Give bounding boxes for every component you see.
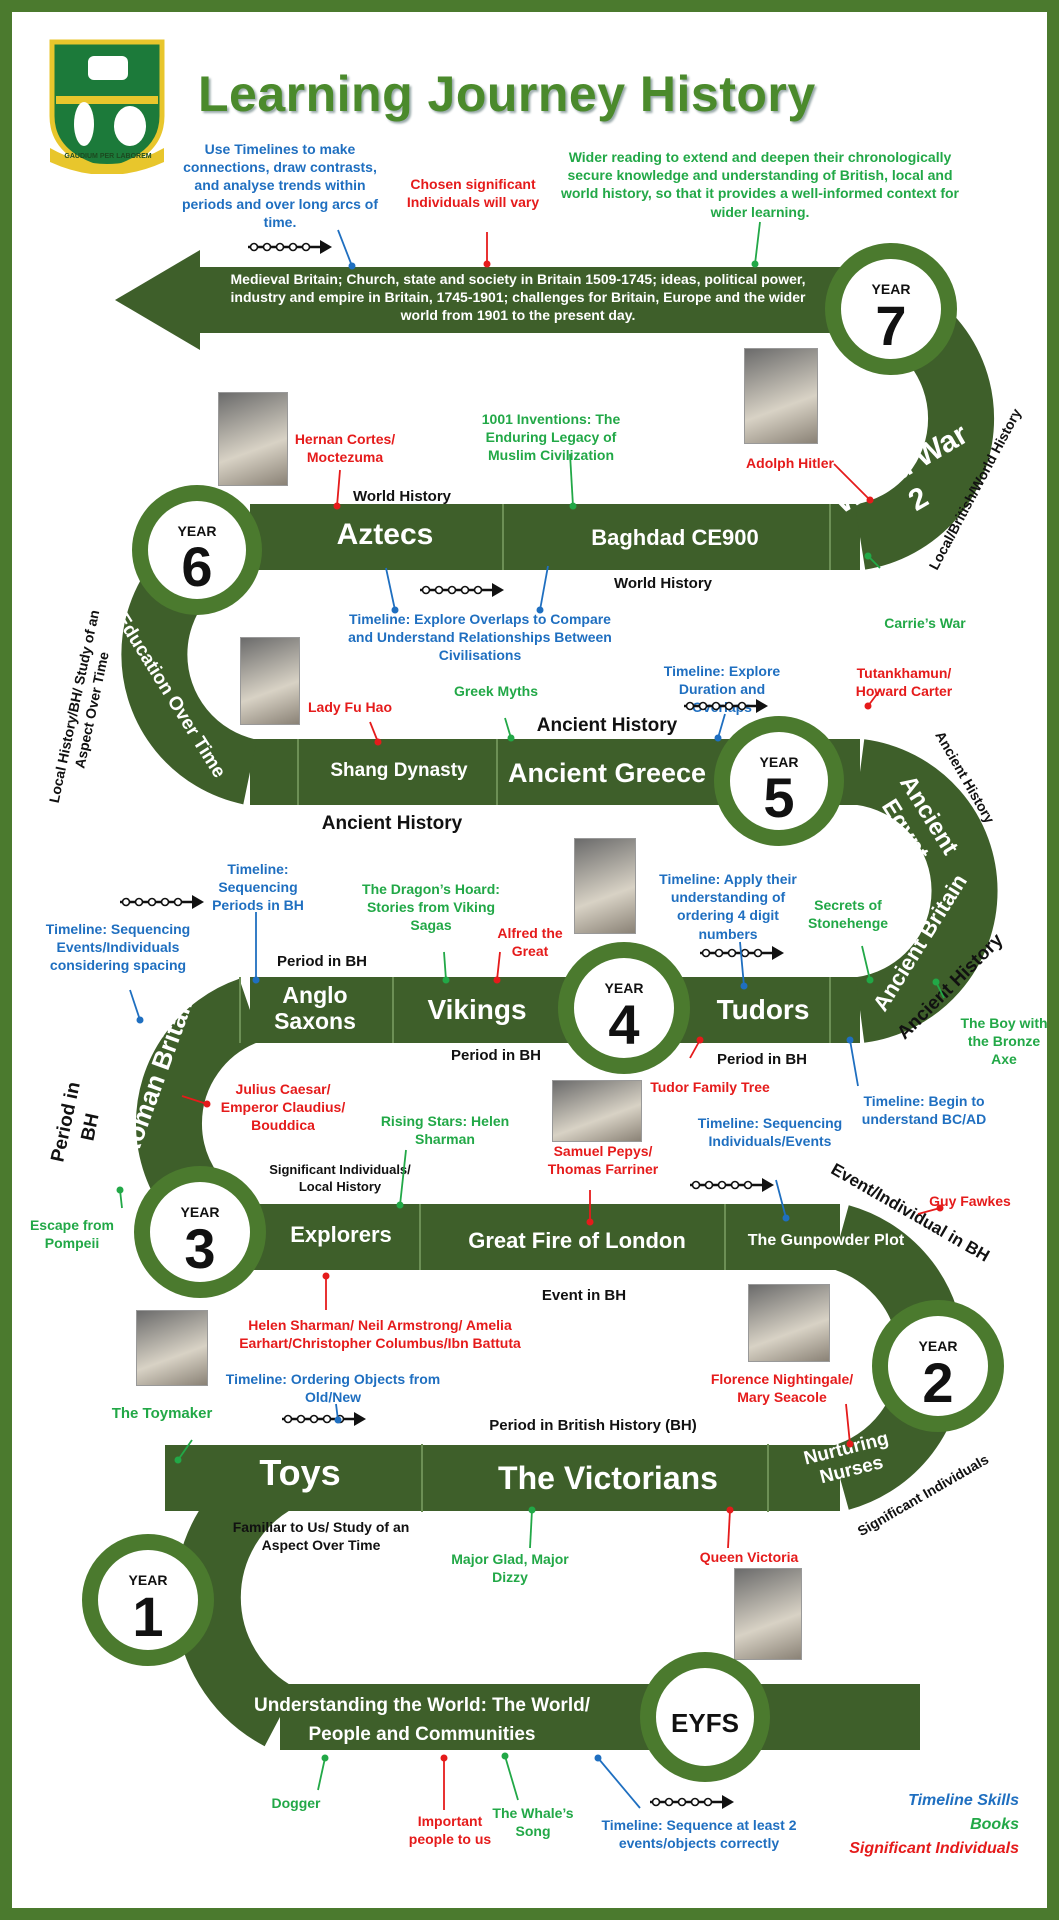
page-title: Learning Journey History [198,66,816,122]
hitler-photo [744,348,818,444]
pepys-photo [552,1080,642,1142]
cortes-photo [218,392,288,486]
eyfs-book-dogger: Dogger [271,1795,321,1811]
eyfs-timeline-skill: Timeline: Sequence at least 2 events/obj… [601,1817,797,1852]
y5-topic-greece: Ancient Greece [507,758,707,788]
eyfs-book-whale: The Whale’s Song [492,1805,574,1840]
y5-timeline-skill: Timeline: Explore Duration and Overlaps [663,663,781,716]
road-curve-y4 [854,739,998,1043]
y7-banner: Medieval Britain; Church, state and soci… [230,271,806,324]
y2-topic-toys: Toys [259,1452,341,1493]
y2-book-glad: Major Glad, Major Dizzy [451,1551,569,1586]
y4-skill-periods: Timeline: Sequencing Periods in BH [212,861,304,914]
school-crest-logo [49,39,165,174]
y4-period-right: Period in BH [716,1051,807,1068]
road-curve-y1 [174,1448,297,1747]
y4-book-stonehenge: Secrets of Stonehenge [807,897,889,932]
y5-individual-fuhao: Lady Fu Hao [307,699,392,715]
y4-book-dragon: The Dragon’s Hoard: Stories from Viking … [362,881,500,934]
y6-individual-cortes: Hernan Cortes/ Moctezuma [294,431,396,466]
y4-period-left: Period in BH [276,953,367,970]
legend-individuals: Significant Individuals [849,1840,1019,1857]
road-arrow-head [115,250,200,350]
fuhao-photo [240,637,300,725]
y6-timeline-skill: Timeline: Explore Overlaps to Compare an… [348,611,612,664]
y6-topic-aztecs: Aztecs [336,518,434,551]
y3-event-label: Event in BH [541,1287,627,1304]
y4-topic-anglo-saxons: Anglo Saxons [274,982,356,1035]
legend-books: Books [970,1816,1019,1833]
y4-topic-vikings: Vikings [427,994,527,1025]
y6-topic-baghdad: Baghdad CE900 [591,525,759,550]
y4-individual-tudor: Tudor Family Tree [650,1079,770,1095]
y4-period-mid: Period in BH [450,1047,541,1064]
y2-individual-nightingale: Florence Nightingale/ Mary Seacole [710,1371,854,1406]
y2-topic-victorians: The Victorians [498,1460,718,1496]
y4-skill-spacing: Timeline: Sequencing Events/Individuals … [45,921,191,974]
nightingale-photo [748,1284,830,1362]
y7-wider-reading: Wider reading to extend and deepen their… [560,149,959,220]
y4-book-bronze: The Boy with the Bronze Axe [960,1015,1048,1068]
victoria-photo [734,1568,802,1660]
y3-book-helen: Rising Stars: Helen Sharman [380,1113,510,1148]
y4-skill-ordering: Timeline: Apply their understanding of o… [659,871,797,942]
y2-category-familiar: Familiar to Us/ Study of an Aspect Over … [232,1519,410,1554]
y6-individual-hitler: Adolph Hitler [746,455,834,471]
y5-category-top: Ancient History [536,715,678,736]
y2-book-toymaker: The Toymaker [111,1405,213,1422]
y3-book-pompeii: Escape from Pompeii [29,1217,115,1252]
y6-category-world-top: World History [352,488,452,505]
y5-book-greek-myths: Greek Myths [453,683,539,699]
y4-individual-caesar: Julius Caesar/ Emperor Claudius/ Bouddic… [220,1081,346,1134]
y3-category-sig: Significant Individuals/ Local History [269,1162,411,1194]
y5-topic-shang: Shang Dynasty [330,760,468,781]
y3-individual-pepys: Samuel Pepys/ Thomas Farriner [547,1143,659,1178]
y2-individual-victoria: Queen Victoria [699,1549,799,1565]
y3-individual-explorers: Helen Sharman/ Neil Armstrong/ Amelia Ea… [239,1317,521,1352]
y3-topic-explorers: Explorers [290,1222,392,1247]
y4-skill-bcad: Timeline: Begin to understand BC/AD [861,1093,987,1128]
y5-individual-tut: Tutankhamun/ Howard Carter [855,665,953,700]
y2-timeline-skill: Timeline: Ordering Objects from Old/New [225,1371,441,1406]
y6-book-carrie: Carrie’s War [884,615,966,631]
eyfs-banner: Understanding the World: The World/ Peop… [253,1695,590,1745]
y3-topic-fire-london: Great Fire of London [468,1228,686,1253]
y3-timeline-skill: Timeline: Sequencing Individuals/Events [697,1115,843,1150]
y2-period: Period in British History (BH) [489,1417,697,1434]
y4-individual-alfred: Alfred the Great [497,925,563,960]
y7-individuals-note: Chosen significant Individuals will vary [406,176,540,211]
eyfs-ring: EYFS [640,1652,770,1782]
y6-category-world-bottom: World History [613,575,713,592]
y3-topic-gunpowder: The Gunpowder Plot [747,1232,905,1249]
y4-topic-tudors: Tudors [716,994,810,1025]
y6-book-1001: 1001 Inventions: The Enduring Legacy of … [481,411,621,464]
y5-category-bottom: Ancient History [321,813,463,834]
alfred-photo [574,838,636,934]
y7-timeline-skill: Use Timelines to make connections, draw … [181,141,379,230]
crest-motto: GAUDIUM PER LABOREM [64,153,152,160]
legend-skills: Timeline Skills [908,1792,1019,1809]
eyfs-individual-people: Important people to us [408,1813,492,1848]
sharman-photo [136,1310,208,1386]
y3-individual-fawkes: Guy Fawkes [929,1193,1011,1209]
